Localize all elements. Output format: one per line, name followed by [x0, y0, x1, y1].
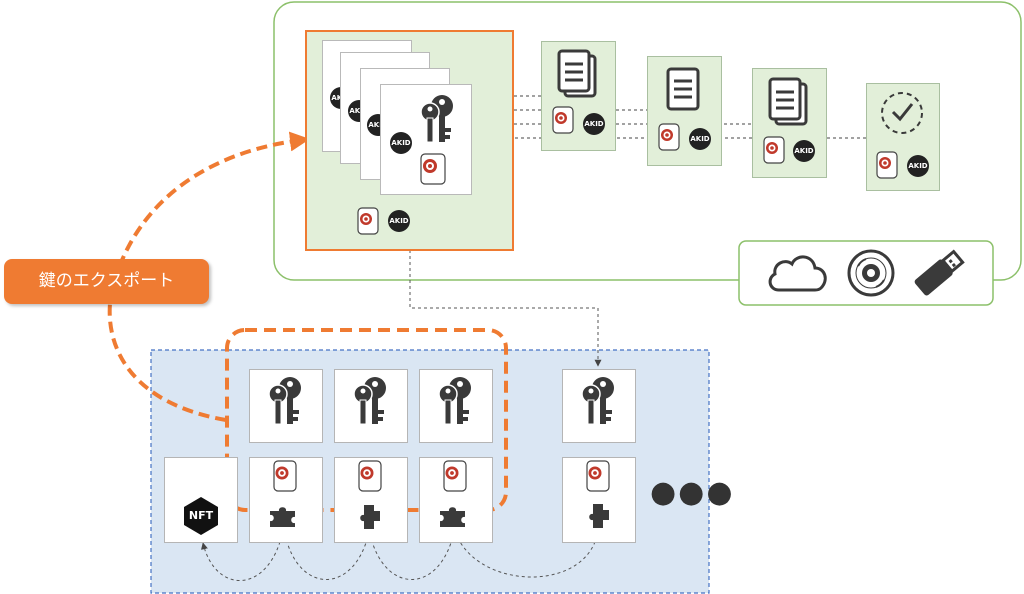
certificate-icon: [273, 460, 297, 492]
akid-badge: AKID: [388, 210, 410, 232]
usb-drive-icon: [914, 249, 965, 296]
certificate-icon: [658, 123, 680, 151]
puzzle-piece-icon: [589, 504, 609, 528]
certificate-icon: [876, 151, 898, 179]
akid-badge: AKID: [390, 132, 412, 154]
puzzle-piece-icon: [270, 507, 295, 527]
disc-icon: [847, 249, 895, 297]
nft-badge: NFT: [181, 496, 221, 536]
certificate-icon: [552, 106, 574, 134]
nft-label: NFT: [188, 509, 214, 522]
keys-icon: [353, 377, 386, 425]
documents-icon: [557, 49, 597, 98]
certificate-icon: [586, 460, 610, 492]
export-selection: [225, 328, 508, 512]
certificate-icon: [357, 207, 379, 235]
keys-icon: [268, 377, 301, 425]
nft-hexagon-icon: [184, 497, 218, 535]
keys-icon: [420, 95, 453, 143]
certificate-icon: [358, 460, 382, 492]
puzzle-piece-icon: [440, 507, 465, 527]
certificate-icon: [443, 460, 467, 492]
akid-badge: AKID: [689, 128, 711, 150]
clock-icon: [881, 92, 923, 134]
keys-icon: [581, 377, 614, 425]
puzzle-piece-icon: [360, 505, 380, 529]
export-label: 鍵のエクスポート: [4, 259, 209, 304]
certificate-icon: [763, 136, 785, 164]
certificate-icon: [420, 153, 446, 185]
akid-badge: AKID: [793, 140, 815, 162]
document-icon: [666, 67, 700, 111]
more-indicator: ●●●: [650, 475, 735, 510]
akid-badge: AKID: [583, 113, 605, 135]
documents-icon: [768, 77, 808, 126]
cloud-icon: [768, 255, 827, 292]
keys-icon: [438, 377, 471, 425]
akid-badge: AKID: [907, 155, 929, 177]
